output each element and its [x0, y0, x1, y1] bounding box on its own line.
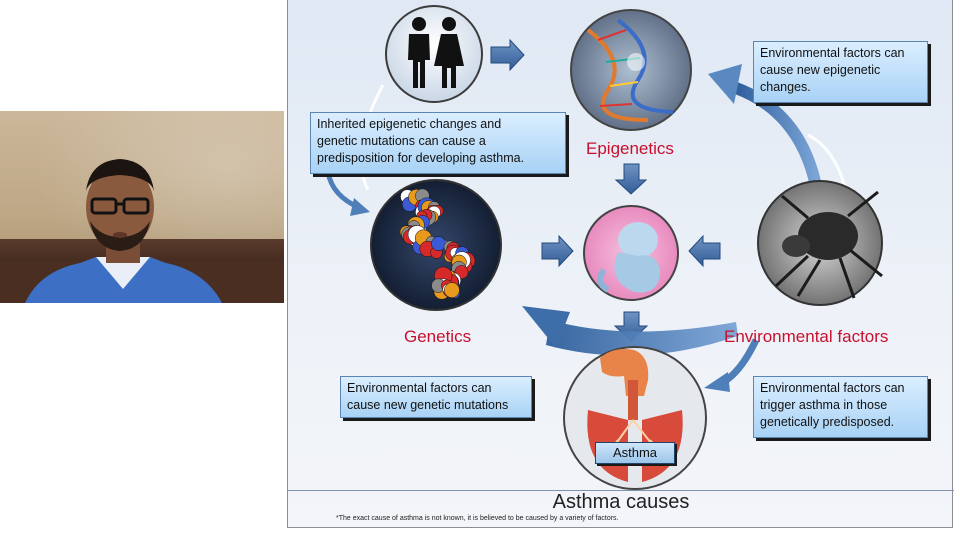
presenter-webcam [0, 111, 284, 303]
block-arrow-environment-to-fetus [688, 234, 721, 268]
dna-molecule-icon [370, 179, 502, 311]
curved-arrow-environment-to-epigenetics [708, 64, 822, 188]
slide: Inherited epigenetic changes and genetic… [287, 0, 954, 528]
note-environment-epigenetic: Environmental factors can cause new epig… [753, 41, 928, 103]
note-environment-genetic: Environmental factors can cause new gene… [340, 376, 532, 418]
man-woman-icon [385, 5, 483, 103]
fetus-icon [583, 205, 679, 301]
block-arrow-parents-to-epigenetics [490, 38, 525, 72]
slide-title: Asthma causes [552, 491, 690, 513]
slide-footnote: *The exact cause of asthma is not known,… [336, 515, 619, 522]
label-asthma: Asthma [595, 442, 675, 464]
dna-helix-icon [570, 9, 692, 131]
curved-arrow-to-genetics [325, 171, 370, 216]
note-environment-trigger: Environmental factors can trigger asthma… [753, 376, 928, 438]
title-rule [288, 490, 954, 491]
respiratory-system-icon [563, 346, 707, 490]
presenter-figure [25, 159, 222, 303]
label-genetics: Genetics [404, 327, 472, 346]
note-inherited-predisposition: Inherited epigenetic changes and genetic… [310, 112, 566, 174]
block-arrow-epigenetics-to-fetus [614, 163, 648, 195]
curved-arrow-environment-to-asthma [704, 338, 760, 392]
sweep-arrow-environment-to-genetics [522, 306, 738, 356]
label-environmental-factors: Environmental factors [724, 327, 889, 346]
block-arrow-genetics-to-fetus [541, 234, 574, 268]
dust-mite-icon [757, 180, 883, 306]
label-epigenetics: Epigenetics [586, 139, 674, 158]
